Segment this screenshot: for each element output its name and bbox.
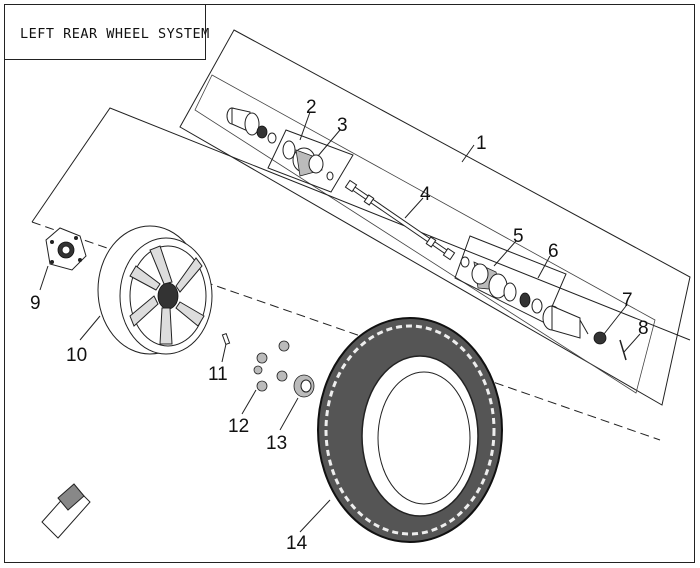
cv-boot-left [282,140,334,181]
valve-stem [221,332,231,346]
callout-2: 2 [306,97,317,118]
callout-4: 4 [420,184,431,205]
wheel-rim [97,225,213,355]
callout-1: 1 [476,133,487,154]
cv-boot-right [460,256,517,302]
callout-3: 3 [337,115,348,136]
callout-14: 14 [286,533,308,554]
cv-boot-kit-frame-left [267,129,354,193]
outer-frame [4,4,695,563]
callout-8: 8 [638,318,649,339]
callout-13: 13 [266,433,287,454]
wheel-group-dashed-edge [31,221,661,441]
callout-6: 6 [548,241,559,262]
wheel-hub [45,227,87,271]
callout-7: 7 [622,290,633,311]
drive-shaft [344,179,456,261]
tire [317,317,503,543]
cv-joint-outer [519,292,607,345]
callout-11: 11 [208,364,228,385]
leader-lines [39,111,641,533]
document-icon [41,483,91,539]
cv-joint-inner [226,107,277,144]
callout-10: 10 [66,345,87,366]
callout-12: 12 [228,416,249,437]
lug-nuts [253,340,290,392]
shaft-inner-frame [194,74,656,394]
cotter-pin [619,339,627,361]
title-box [4,4,206,60]
hub-nut [293,374,315,398]
diagram-title: LEFT REAR WHEEL SYSTEM [20,26,210,42]
drive-shaft-group-frame [179,29,691,406]
callout-9: 9 [30,293,41,314]
callout-5: 5 [513,226,524,247]
